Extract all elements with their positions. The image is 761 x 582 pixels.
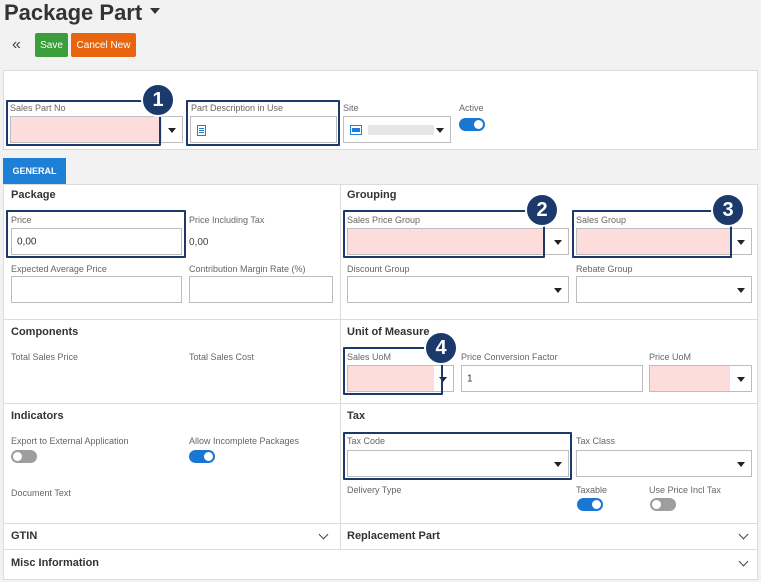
price-incl-tax-value: 0,00: [189, 237, 209, 248]
cancel-new-button[interactable]: Cancel New: [71, 33, 136, 57]
taxable-label: Taxable: [576, 485, 608, 495]
taxable-toggle[interactable]: [577, 498, 603, 511]
expected-average-price-label: Expected Average Price: [11, 264, 107, 274]
rebate-group-dropdown[interactable]: [576, 276, 752, 303]
use-price-incl-tax-toggle[interactable]: [650, 498, 676, 511]
callout-badge-3: 3: [711, 193, 745, 227]
site-dropdown[interactable]: [343, 116, 451, 143]
grouping-section-title: Grouping: [347, 189, 397, 201]
part-description-label: Part Description in Use: [191, 103, 284, 113]
chevron-down-icon: [737, 287, 745, 293]
site-icon: [350, 125, 362, 135]
price-conversion-factor-input[interactable]: 1: [461, 365, 643, 392]
tax-section-title: Tax: [347, 410, 366, 422]
row-divider: [3, 403, 758, 404]
callout-badge-1: 1: [141, 83, 175, 117]
gtin-section-title[interactable]: GTIN: [11, 530, 38, 542]
price-uom-label: Price UoM: [649, 352, 692, 362]
site-value-placeholder: [368, 125, 434, 135]
back-icon[interactable]: «: [12, 36, 21, 53]
row-divider: [3, 319, 758, 320]
total-sales-cost-label: Total Sales Cost: [189, 352, 255, 362]
price-conversion-factor-label: Price Conversion Factor: [461, 352, 558, 362]
active-toggle[interactable]: [459, 118, 485, 131]
tax-class-dropdown[interactable]: [576, 450, 752, 477]
contribution-margin-input[interactable]: [189, 276, 333, 303]
delivery-type-label: Delivery Type: [347, 485, 402, 495]
misc-information-section-title[interactable]: Misc Information: [11, 557, 100, 569]
components-section-title: Components: [11, 326, 79, 338]
tax-code-dropdown[interactable]: [347, 450, 569, 477]
package-section-title: Package: [11, 189, 56, 201]
discount-group-label: Discount Group: [347, 264, 410, 274]
export-external-label: Export to External Application: [11, 436, 129, 446]
expected-average-price-input[interactable]: [11, 276, 182, 303]
document-icon: [197, 125, 206, 136]
sales-price-group-label: Sales Price Group: [347, 215, 421, 225]
chevron-down-icon: [737, 461, 745, 467]
contribution-margin-label: Contribution Margin Rate (%): [189, 264, 306, 274]
chevron-down-icon: [554, 287, 562, 293]
chevron-down-icon: [150, 8, 161, 15]
sales-part-no-label: Sales Part No: [10, 103, 66, 113]
page-title[interactable]: Package Part: [4, 0, 161, 26]
callout-badge-2: 2: [525, 193, 559, 227]
callout-badge-4: 4: [424, 331, 458, 365]
indicators-section-title: Indicators: [11, 410, 64, 422]
chevron-down-icon: [737, 376, 745, 382]
unit-of-measure-section-title: Unit of Measure: [347, 326, 430, 338]
column-divider: [340, 184, 341, 549]
document-text-label: Document Text: [11, 488, 71, 498]
tax-class-label: Tax Class: [576, 436, 616, 446]
row-divider: [3, 523, 758, 524]
rebate-group-label: Rebate Group: [576, 264, 633, 274]
sales-uom-label: Sales UoM: [347, 352, 392, 362]
price-uom-dropdown[interactable]: [649, 365, 752, 392]
sales-group-dropdown[interactable]: [576, 228, 752, 255]
price-input[interactable]: 0,00: [11, 228, 182, 255]
price-incl-tax-label: Price Including Tax: [189, 215, 265, 225]
save-button[interactable]: Save: [35, 33, 68, 57]
chevron-down-icon: [168, 127, 176, 133]
sales-price-group-dropdown[interactable]: [347, 228, 569, 255]
replacement-part-section-title[interactable]: Replacement Part: [347, 530, 440, 542]
discount-group-dropdown[interactable]: [347, 276, 569, 303]
use-price-incl-tax-label: Use Price Incl Tax: [649, 485, 721, 495]
active-label: Active: [459, 103, 484, 113]
chevron-down-icon: [737, 239, 745, 245]
chevron-down-icon: [439, 376, 447, 382]
part-description-input[interactable]: [190, 116, 337, 143]
export-external-toggle[interactable]: [11, 450, 37, 463]
row-divider: [3, 549, 758, 550]
tax-code-label: Tax Code: [347, 436, 386, 446]
tab-general[interactable]: GENERAL: [3, 158, 66, 184]
site-label: Site: [343, 103, 359, 113]
chevron-down-icon: [436, 127, 444, 133]
allow-incomplete-toggle[interactable]: [189, 450, 215, 463]
price-label: Price: [11, 215, 32, 225]
total-sales-price-label: Total Sales Price: [11, 352, 79, 362]
chevron-down-icon: [554, 239, 562, 245]
chevron-down-icon: [554, 461, 562, 467]
allow-incomplete-label: Allow Incomplete Packages: [189, 436, 300, 446]
sales-group-label: Sales Group: [576, 215, 627, 225]
sales-part-no-field[interactable]: [10, 116, 183, 143]
sales-uom-dropdown[interactable]: [347, 365, 454, 392]
